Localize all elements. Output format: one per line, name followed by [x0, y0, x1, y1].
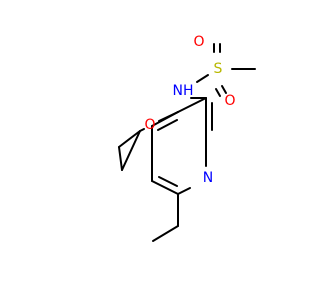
bond-cp-ch-left	[118, 130, 141, 148]
bond-ring-bottom	[151, 180, 179, 195]
oxygen-top-label: O	[193, 34, 204, 50]
oxygen-bottom-label: O	[224, 93, 235, 109]
bond-layer	[118, 43, 256, 242]
atom-label-layer: S O O NH O N	[144, 34, 235, 186]
bond-s-o-bottom-a	[221, 85, 227, 94]
bond-cp-ch-right	[121, 130, 141, 171]
bond-s-o-bottom-b	[215, 88, 221, 97]
bond-ring-double-bottom	[158, 176, 178, 187]
amide-nh-label: NH	[173, 83, 194, 99]
bond-cp-ch-lower	[118, 146, 123, 171]
bond-ring-double-top	[157, 119, 178, 131]
bond-ring-top	[151, 111, 179, 127]
bond-ethyl	[152, 225, 179, 242]
sulfur-label: S	[214, 61, 223, 77]
bond-ring-c-c	[177, 97, 207, 113]
bond-cp-ether-stub	[139, 128, 145, 132]
ring-nitrogen-label: N	[203, 170, 213, 186]
ether-oxygen-label: O	[144, 117, 155, 133]
structure-diagram: S O O NH O N	[118, 34, 256, 242]
molecule-canvas: S O O NH O N	[118, 34, 256, 242]
bond-nh-s	[196, 74, 209, 83]
bond-ring-n-c	[177, 187, 191, 195]
